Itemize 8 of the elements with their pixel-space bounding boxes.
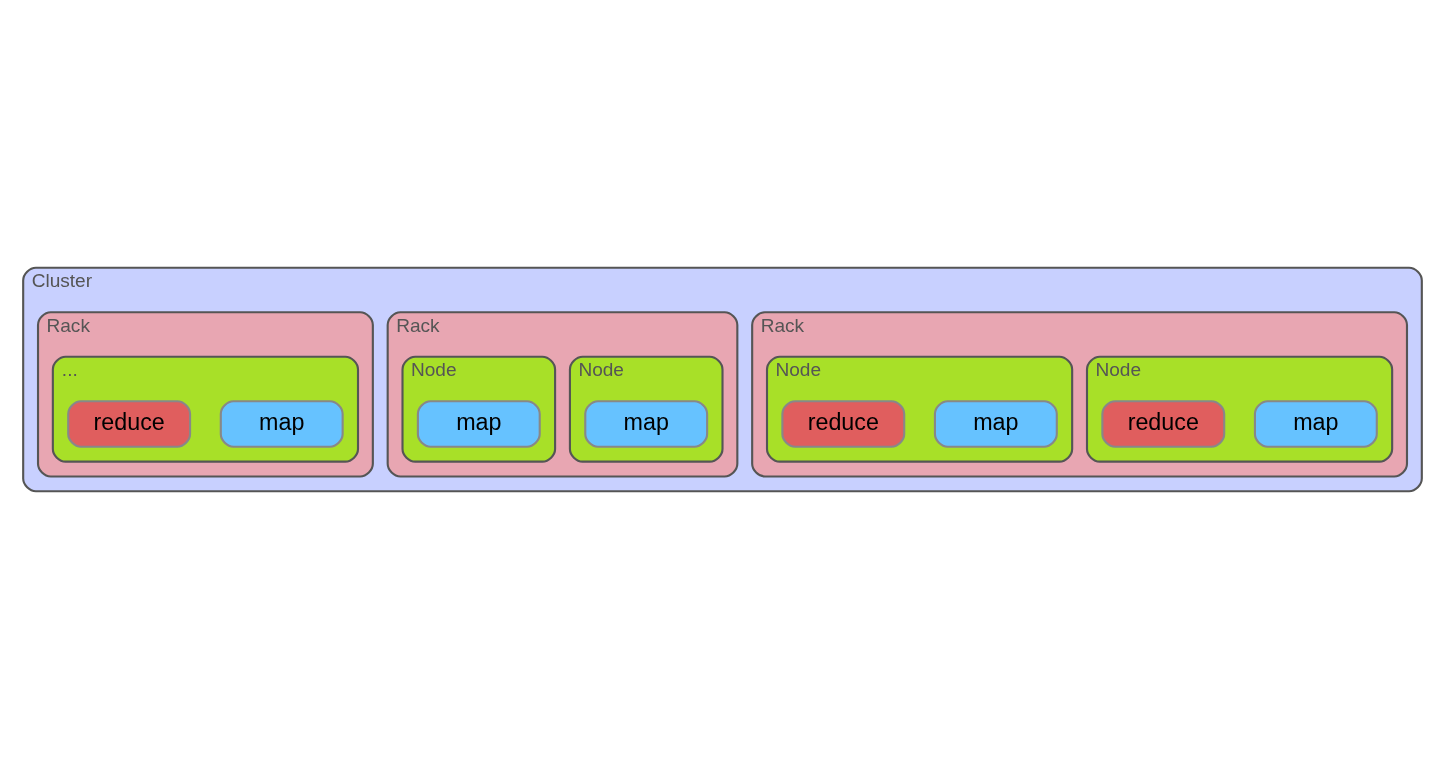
node-box: map — [933, 399, 1058, 448]
node-box: reduce — [1101, 399, 1226, 448]
node-box: reduce — [781, 399, 906, 448]
node-box: map — [219, 399, 344, 448]
node-box: reduce — [67, 399, 192, 448]
node-box: map — [584, 399, 709, 448]
node-box: map — [416, 399, 541, 448]
node-box: map — [1253, 399, 1378, 448]
